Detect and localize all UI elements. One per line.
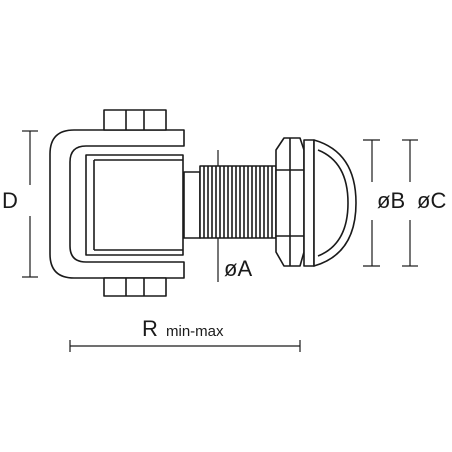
inner-block [85, 154, 184, 256]
bottom-nut [103, 277, 167, 297]
label-r: R [142, 316, 158, 341]
threaded-rod [199, 165, 277, 239]
label-b: øB [377, 188, 406, 213]
u-bracket [49, 129, 185, 279]
hex-nut [275, 137, 305, 267]
top-nut [103, 109, 167, 131]
dimension-c-line [402, 139, 418, 267]
label-c: øC [417, 188, 447, 213]
dome-cap-nut [313, 139, 357, 267]
label-r-range: min-max [166, 323, 224, 340]
dimension-b-line [363, 139, 380, 267]
bolt-collar [183, 171, 201, 239]
dimension-d-line [22, 130, 38, 278]
washer [303, 139, 315, 267]
label-a: øA [224, 256, 253, 281]
label-d: D [2, 188, 18, 213]
dimension-r-line [69, 340, 301, 352]
